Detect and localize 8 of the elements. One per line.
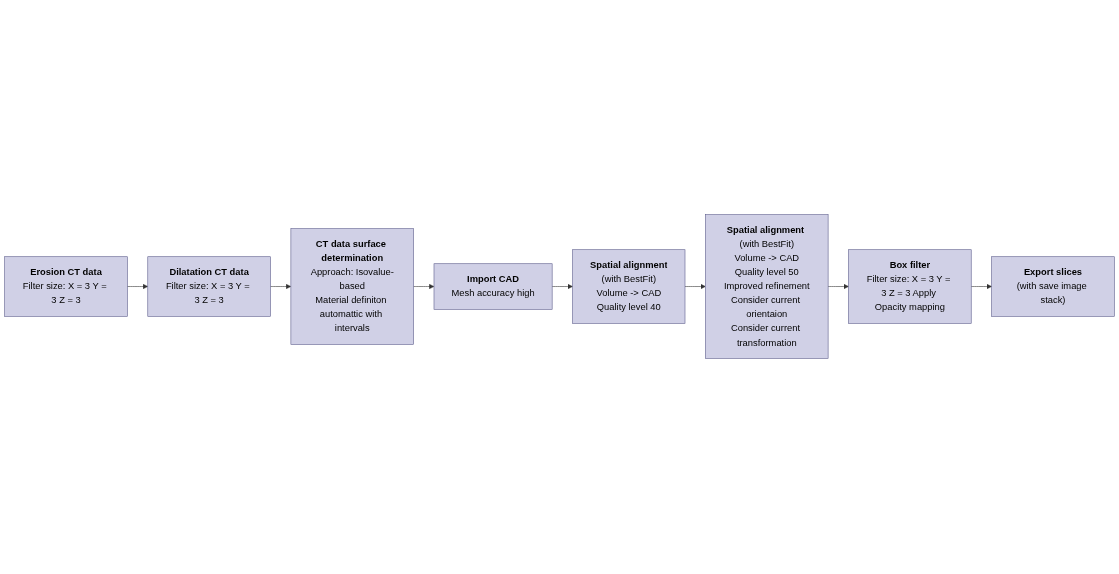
node-box: Dilatation CT data Filter size: X = 3 Y = 3 Z = 3 (147, 256, 271, 318)
node-box: Import CAD Mesh accuracy high (433, 263, 553, 311)
node-box: Spatial alignment (with BestFit) Volume -> CAD Quality level 50 Improved refinement Consider current orientaion Consider current transformation (705, 214, 829, 360)
node-box: Erosion CT data Filter size: X = 3 Y = 3 Z = 3 (4, 256, 128, 318)
node-box: Export slices (with save image stack) (991, 256, 1115, 318)
node-box: Box filter Filter size: X = 3 Y = 3 Z = 3 Apply Opacity mapping (848, 249, 972, 325)
node-box: Spatial alignment (with BestFit) Volume -> CAD Quality level 40 (572, 249, 686, 325)
node-box: CT data surface determination Approach: Isovalue-based Material definiton automattic with intervals (290, 228, 414, 346)
